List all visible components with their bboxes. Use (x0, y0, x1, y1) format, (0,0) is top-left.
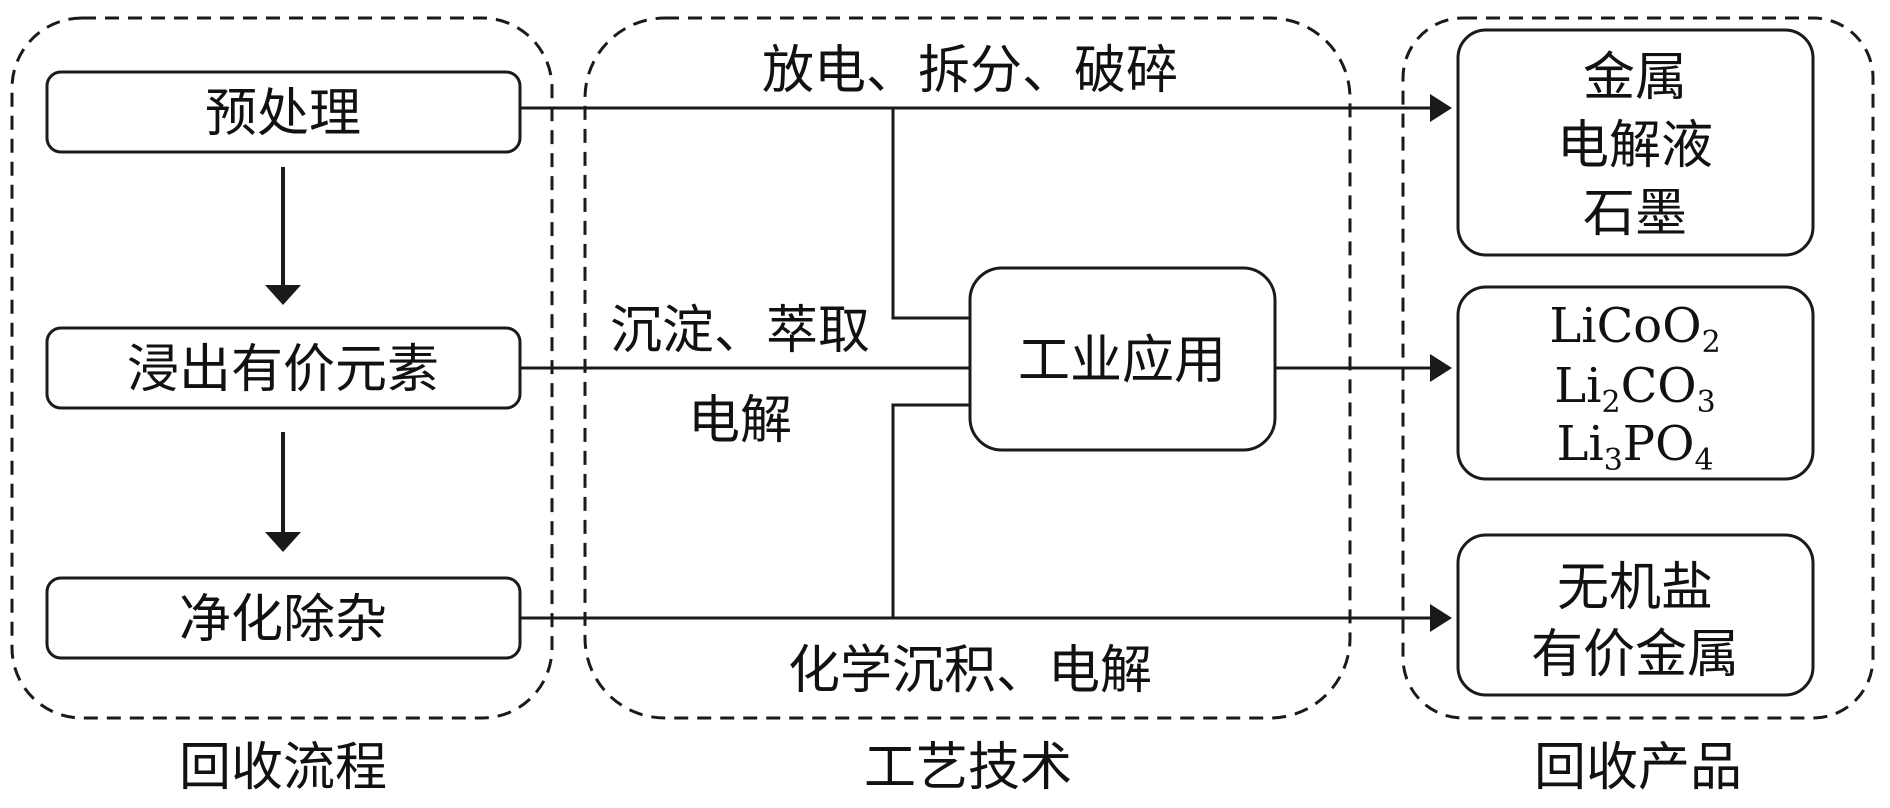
industrial-application-box (968, 266, 1277, 452)
process-group-caption: 回收流程 (179, 738, 387, 798)
product-box-lithium-compounds (1456, 285, 1815, 481)
products-group-caption: 回收产品 (1534, 738, 1742, 798)
arrowhead-down-1 (265, 285, 301, 305)
arrowhead-right-top (1430, 94, 1452, 122)
arrowhead-right-bottom (1430, 604, 1452, 632)
step-leaching-label: 浸出有价元素 (127, 340, 439, 400)
product-valuable-metal-label: 有价金属 (1531, 625, 1739, 685)
product-box-salts-metals (1456, 533, 1815, 697)
technique-bottom-label: 化学沉积、电解 (788, 641, 1152, 701)
technique-middle-label-1: 沉淀、萃取 (610, 301, 870, 361)
step-pretreatment-label: 预处理 (205, 84, 361, 144)
technique-top-label: 放电、拆分、破碎 (762, 41, 1178, 101)
step-pretreatment-box (45, 70, 522, 154)
product-box-materials (1456, 28, 1815, 257)
product-metal-label: 金属 (1583, 48, 1687, 108)
arrowhead-right-middle (1430, 354, 1452, 382)
connector-bottom-to-center (891, 403, 970, 618)
product-li2co3-formula: Li2CO3 (1554, 358, 1716, 420)
product-licoo2-formula: LiCoO2 (1549, 298, 1720, 360)
product-electrolyte-label: 电解液 (1557, 116, 1713, 176)
product-graphite-label: 石墨 (1583, 184, 1687, 244)
industrial-application-label: 工业应用 (1018, 331, 1226, 391)
product-inorganic-salt-label: 无机盐 (1557, 558, 1713, 618)
product-li3po4-formula: Li3PO4 (1556, 416, 1713, 478)
technique-middle-label-2: 电解 (688, 391, 792, 451)
arrowhead-down-2 (265, 532, 301, 552)
step-purification-label: 净化除杂 (179, 590, 387, 650)
technology-group-caption: 工艺技术 (864, 738, 1072, 798)
connector-top-to-center (891, 108, 970, 320)
